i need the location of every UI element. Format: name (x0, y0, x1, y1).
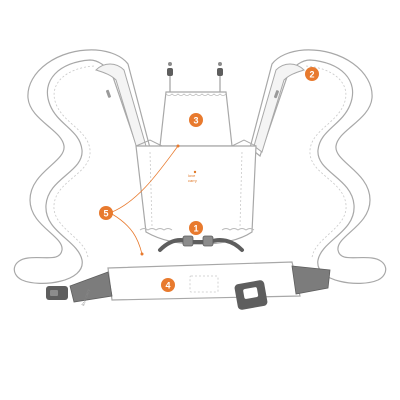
callout-5-dot-lower (140, 252, 144, 256)
body-top-tabs (135, 139, 257, 147)
right-waist-buckle (234, 280, 268, 310)
callout-1: 1 (189, 221, 203, 235)
brand-logo-line1: love (188, 173, 196, 178)
callout-3: 3 (189, 113, 203, 127)
left-waist-strap (69, 271, 113, 303)
leg-ruffle-left (139, 228, 173, 231)
callout-5: 5 (99, 206, 113, 220)
callout-5-leader-lower (111, 213, 143, 255)
callout-5-leader-upper (111, 145, 179, 213)
body-seam-left (149, 151, 153, 227)
right-strap-padding (253, 63, 305, 153)
leg-ruffle-right (221, 228, 255, 231)
callout-3-label: 3 (193, 116, 198, 126)
waist-belt (107, 261, 301, 301)
right-waist-strap (291, 265, 331, 295)
left-strap-stitch (53, 65, 95, 259)
callout-4-label: 4 (165, 281, 170, 291)
hood-ruffle (165, 93, 227, 96)
callout-5-dot-upper (176, 144, 180, 148)
brand-logo: love carry (188, 170, 197, 183)
callout-4: 4 (161, 278, 175, 292)
right-strap-slot (273, 90, 279, 99)
hood-toggle-right (217, 62, 223, 94)
callout-5-label: 5 (103, 209, 108, 219)
right-strap-stitch (305, 65, 347, 259)
brand-logo-line2: carry (188, 178, 197, 183)
hood-toggle-left (167, 62, 173, 94)
callout-2-label: 2 (309, 70, 314, 80)
callout-1-label: 1 (193, 224, 198, 234)
callout-2: 2 (305, 67, 319, 81)
right-shoulder-strap (249, 49, 387, 284)
left-shoulder-strap (13, 49, 151, 284)
waist-belt-label-patch (189, 275, 219, 293)
left-strap-slot (105, 89, 111, 98)
left-waist-buckle (46, 286, 68, 300)
waist-tag-text: love carry (80, 288, 91, 306)
body-seam-right (239, 151, 243, 227)
center-adjuster-buckle (158, 235, 244, 252)
